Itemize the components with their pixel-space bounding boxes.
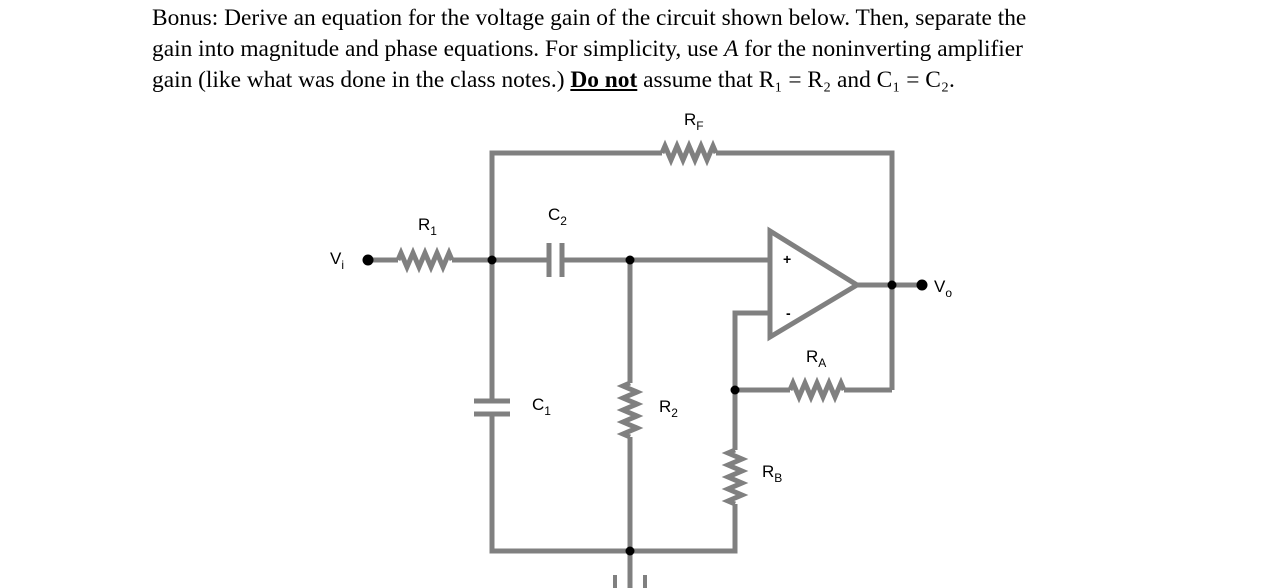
op-amp-minus-label: -: [786, 305, 791, 321]
resistor-ra: [787, 376, 847, 404]
op-amp-triangle: [767, 226, 862, 342]
label-c1: C1: [532, 395, 551, 418]
label-rb: RB: [762, 462, 782, 485]
label-ra: RA: [806, 347, 826, 370]
problem-line-2: gain into magnitude and phase equations.…: [152, 36, 1023, 62]
node-ground: [625, 546, 635, 556]
problem-statement: Bonus: Derive an equation for the voltag…: [152, 3, 1152, 96]
wire-minus-input: [732, 310, 770, 390]
label-r2: R2: [659, 397, 678, 420]
emphasis-do-not: Do not: [570, 67, 638, 93]
resistor-r2: [616, 380, 644, 440]
label-vi: Vi: [330, 249, 344, 272]
feedback-wire-left: [489, 150, 662, 260]
label-r1: R1: [418, 215, 437, 238]
resistor-rb: [721, 447, 749, 507]
label-c2: C2: [548, 205, 567, 228]
resistor-r1: [395, 246, 455, 274]
op-amp-plus-label: +: [783, 251, 791, 267]
input-terminal: [362, 254, 374, 266]
output-terminal: [916, 279, 928, 291]
resistor-rf: [659, 139, 719, 167]
label-vo: Vo: [934, 277, 952, 300]
node-ra-rb: [730, 385, 740, 395]
node-output: [887, 280, 897, 290]
wire-rb-ground: [630, 504, 738, 554]
wire-c1-ground: [489, 416, 630, 554]
node-r1-c2: [487, 255, 497, 265]
problem-line-1: Bonus: Derive an equation for the voltag…: [152, 5, 1027, 31]
gain-variable: A: [724, 36, 739, 62]
label-rf: RF: [684, 110, 704, 133]
problem-line-3: gain (like what was done in the class no…: [152, 67, 955, 93]
feedback-wire-right: [716, 150, 895, 390]
node-c2-r2: [625, 255, 635, 265]
